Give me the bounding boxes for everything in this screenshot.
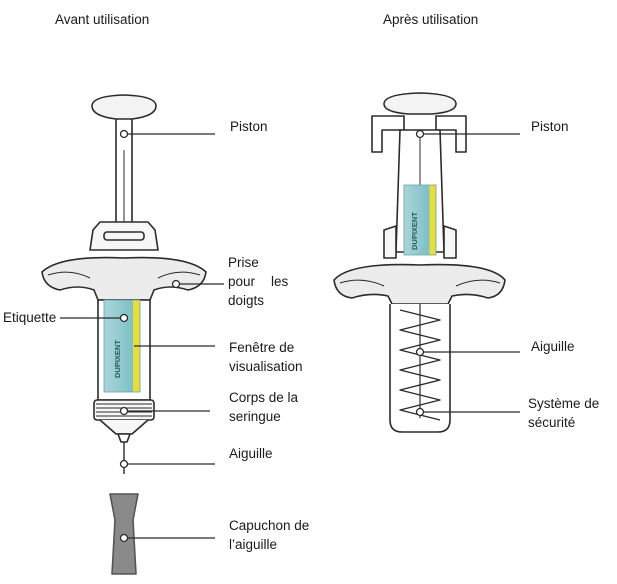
plunger-head-after — [383, 92, 457, 115]
syringe-before — [41, 94, 207, 575]
label-aiguille-before: Aiguille — [229, 446, 273, 461]
header-after-use: Après utilisation — [383, 12, 479, 27]
finger-flange-after — [333, 263, 506, 305]
label-piston-after: Piston — [531, 119, 569, 134]
label-corps-line1: Corps de la — [229, 390, 299, 405]
label-fenetre-line2: visualisation — [229, 359, 303, 374]
finger-flange-before — [41, 256, 207, 301]
label-systeme-line2: sécurité — [528, 415, 576, 430]
plunger-rod-before — [115, 119, 133, 232]
label-capuchon-line2: l’aiguille — [229, 537, 278, 552]
leaders-after — [415, 129, 520, 417]
label-prise-line2b: les — [271, 274, 289, 289]
label-prise-line3: doigts — [228, 293, 265, 308]
label-systeme-line1: Système de — [528, 396, 600, 411]
syringe-after — [333, 92, 506, 433]
label-piston-before: Piston — [230, 119, 268, 134]
header-before-use: Avant utilisation — [55, 12, 150, 27]
label-prise-line2a: pour — [228, 274, 256, 289]
label-aiguille-after: Aiguille — [531, 339, 575, 354]
plunger-head-before — [91, 94, 157, 120]
label-prise-line1: Prise — [228, 255, 259, 270]
grip-body-before — [89, 221, 159, 251]
label-corps-line2: seringue — [229, 409, 281, 424]
label-etiquette: Etiquette — [3, 310, 57, 325]
brand-text-after: DUPIXENT — [410, 212, 419, 250]
label-fenetre-line1: Fenêtre de — [229, 340, 295, 355]
leaders-before — [60, 129, 224, 543]
brand-text-before: DUPIXENT — [113, 340, 122, 378]
label-sticker-after — [403, 184, 437, 256]
label-capuchon-line1: Capuchon de — [229, 518, 310, 533]
